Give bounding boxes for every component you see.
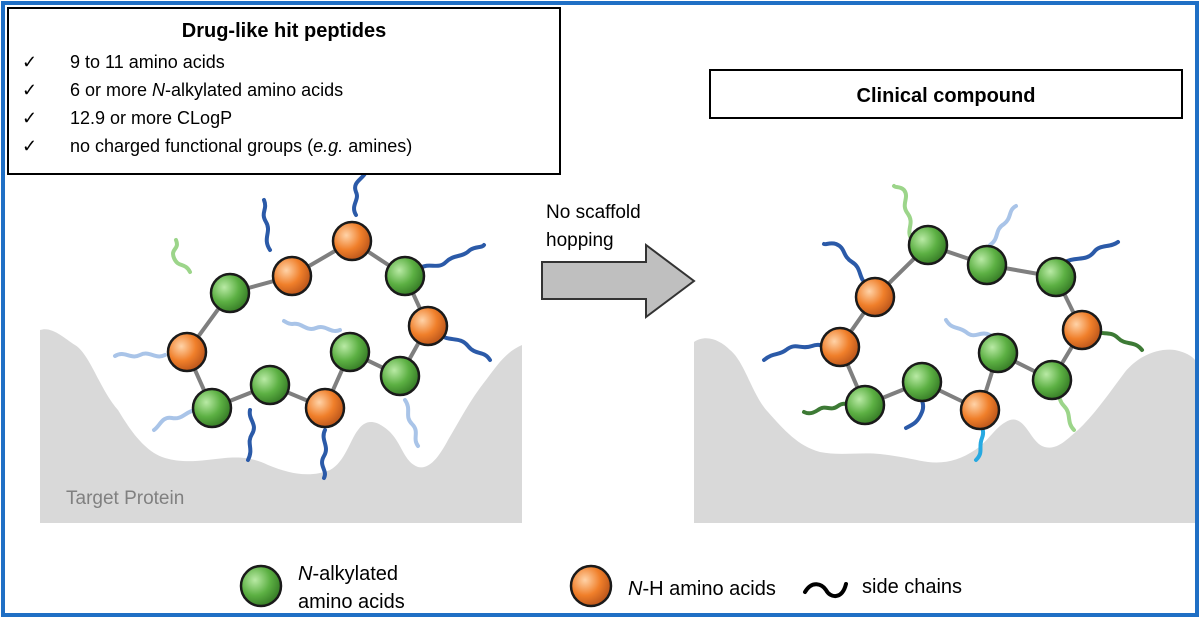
legend-orange-label: N-H amino acids xyxy=(628,578,776,600)
side-chain xyxy=(282,319,342,333)
side-chain xyxy=(352,170,368,217)
side-chain xyxy=(246,408,256,462)
side-chain xyxy=(113,351,167,359)
side-chain xyxy=(892,184,914,242)
criteria-title: Drug-like hit peptides xyxy=(182,20,386,42)
n-alkylated-bead xyxy=(844,384,886,426)
arrow-shape xyxy=(541,243,696,319)
n-alkylated-bead xyxy=(1031,359,1073,401)
beads-left xyxy=(166,220,449,429)
n-alkylated-bead xyxy=(901,361,943,403)
n-h-bead xyxy=(959,389,1001,431)
target-protein-label: Target Protein xyxy=(66,488,184,509)
arrow-label-line1: No scaffold xyxy=(546,202,641,223)
criteria-item: no charged functional groups (e.g. amine… xyxy=(70,136,412,156)
legend-side-chain-label: side chains xyxy=(862,576,962,598)
n-alkylated-bead xyxy=(1035,256,1077,298)
n-h-bead xyxy=(331,220,373,262)
check-icon: ✓ xyxy=(22,80,37,100)
legend-green-bead-icon xyxy=(239,564,283,608)
clinical-title: Clinical compound xyxy=(857,85,1036,107)
right-panel: Clinical compound xyxy=(694,69,1195,523)
check-icon: ✓ xyxy=(22,136,37,156)
side-chain xyxy=(261,198,272,252)
side-chain xyxy=(1063,240,1120,264)
check-icon: ✓ xyxy=(22,108,37,128)
left-panel: Target Protein xyxy=(7,7,561,523)
n-alkylated-bead xyxy=(977,332,1019,374)
n-alkylated-bead xyxy=(907,224,949,266)
n-h-bead xyxy=(407,305,449,347)
legend-green-label-line2: amino acids xyxy=(298,591,405,613)
n-h-bead xyxy=(1061,309,1103,351)
n-h-bead xyxy=(166,331,208,373)
side-chain xyxy=(822,241,869,287)
target-protein-shape-left xyxy=(40,329,522,523)
legend-green-label: N-alkylated xyxy=(298,563,398,585)
check-icon: ✓ xyxy=(22,52,37,72)
n-h-bead xyxy=(819,326,861,368)
n-alkylated-bead xyxy=(249,364,291,406)
criteria-box: Drug-like hit peptides ✓ 9 to 11 amino a… xyxy=(7,7,561,175)
n-alkylated-bead xyxy=(329,331,371,373)
side-chain xyxy=(418,243,486,270)
criteria-item: 6 or more N-alkylated amino acids xyxy=(70,80,343,100)
n-h-bead xyxy=(271,255,313,297)
side-chain xyxy=(152,408,197,432)
n-h-bead xyxy=(854,276,896,318)
side-chain xyxy=(988,204,1018,247)
side-chain xyxy=(403,398,420,448)
side-chain xyxy=(438,333,492,362)
transition-arrow: No scaffold hopping xyxy=(541,202,696,319)
side-chain xyxy=(944,318,992,338)
n-alkylated-bead xyxy=(209,272,251,314)
side-chain xyxy=(171,238,192,274)
n-alkylated-bead xyxy=(379,355,421,397)
target-protein-shape-right xyxy=(694,338,1195,523)
legend-orange-bead-icon xyxy=(569,564,613,608)
criteria-item: 12.9 or more CLogP xyxy=(70,108,232,128)
clinical-box: Clinical compound xyxy=(709,69,1183,119)
side-chains-left xyxy=(113,170,492,480)
side-chain xyxy=(320,428,328,480)
n-alkylated-bead xyxy=(384,255,426,297)
beads-right xyxy=(819,224,1103,431)
n-h-bead xyxy=(304,387,346,429)
criteria-item: 9 to 11 amino acids xyxy=(70,52,225,72)
legend-side-chain-icon xyxy=(803,582,848,598)
arrow-label-line2: hopping xyxy=(546,230,614,251)
n-alkylated-bead xyxy=(191,387,233,429)
legend: N-alkylated amino acids N-H amino acids … xyxy=(239,563,962,613)
n-alkylated-bead xyxy=(966,244,1008,286)
